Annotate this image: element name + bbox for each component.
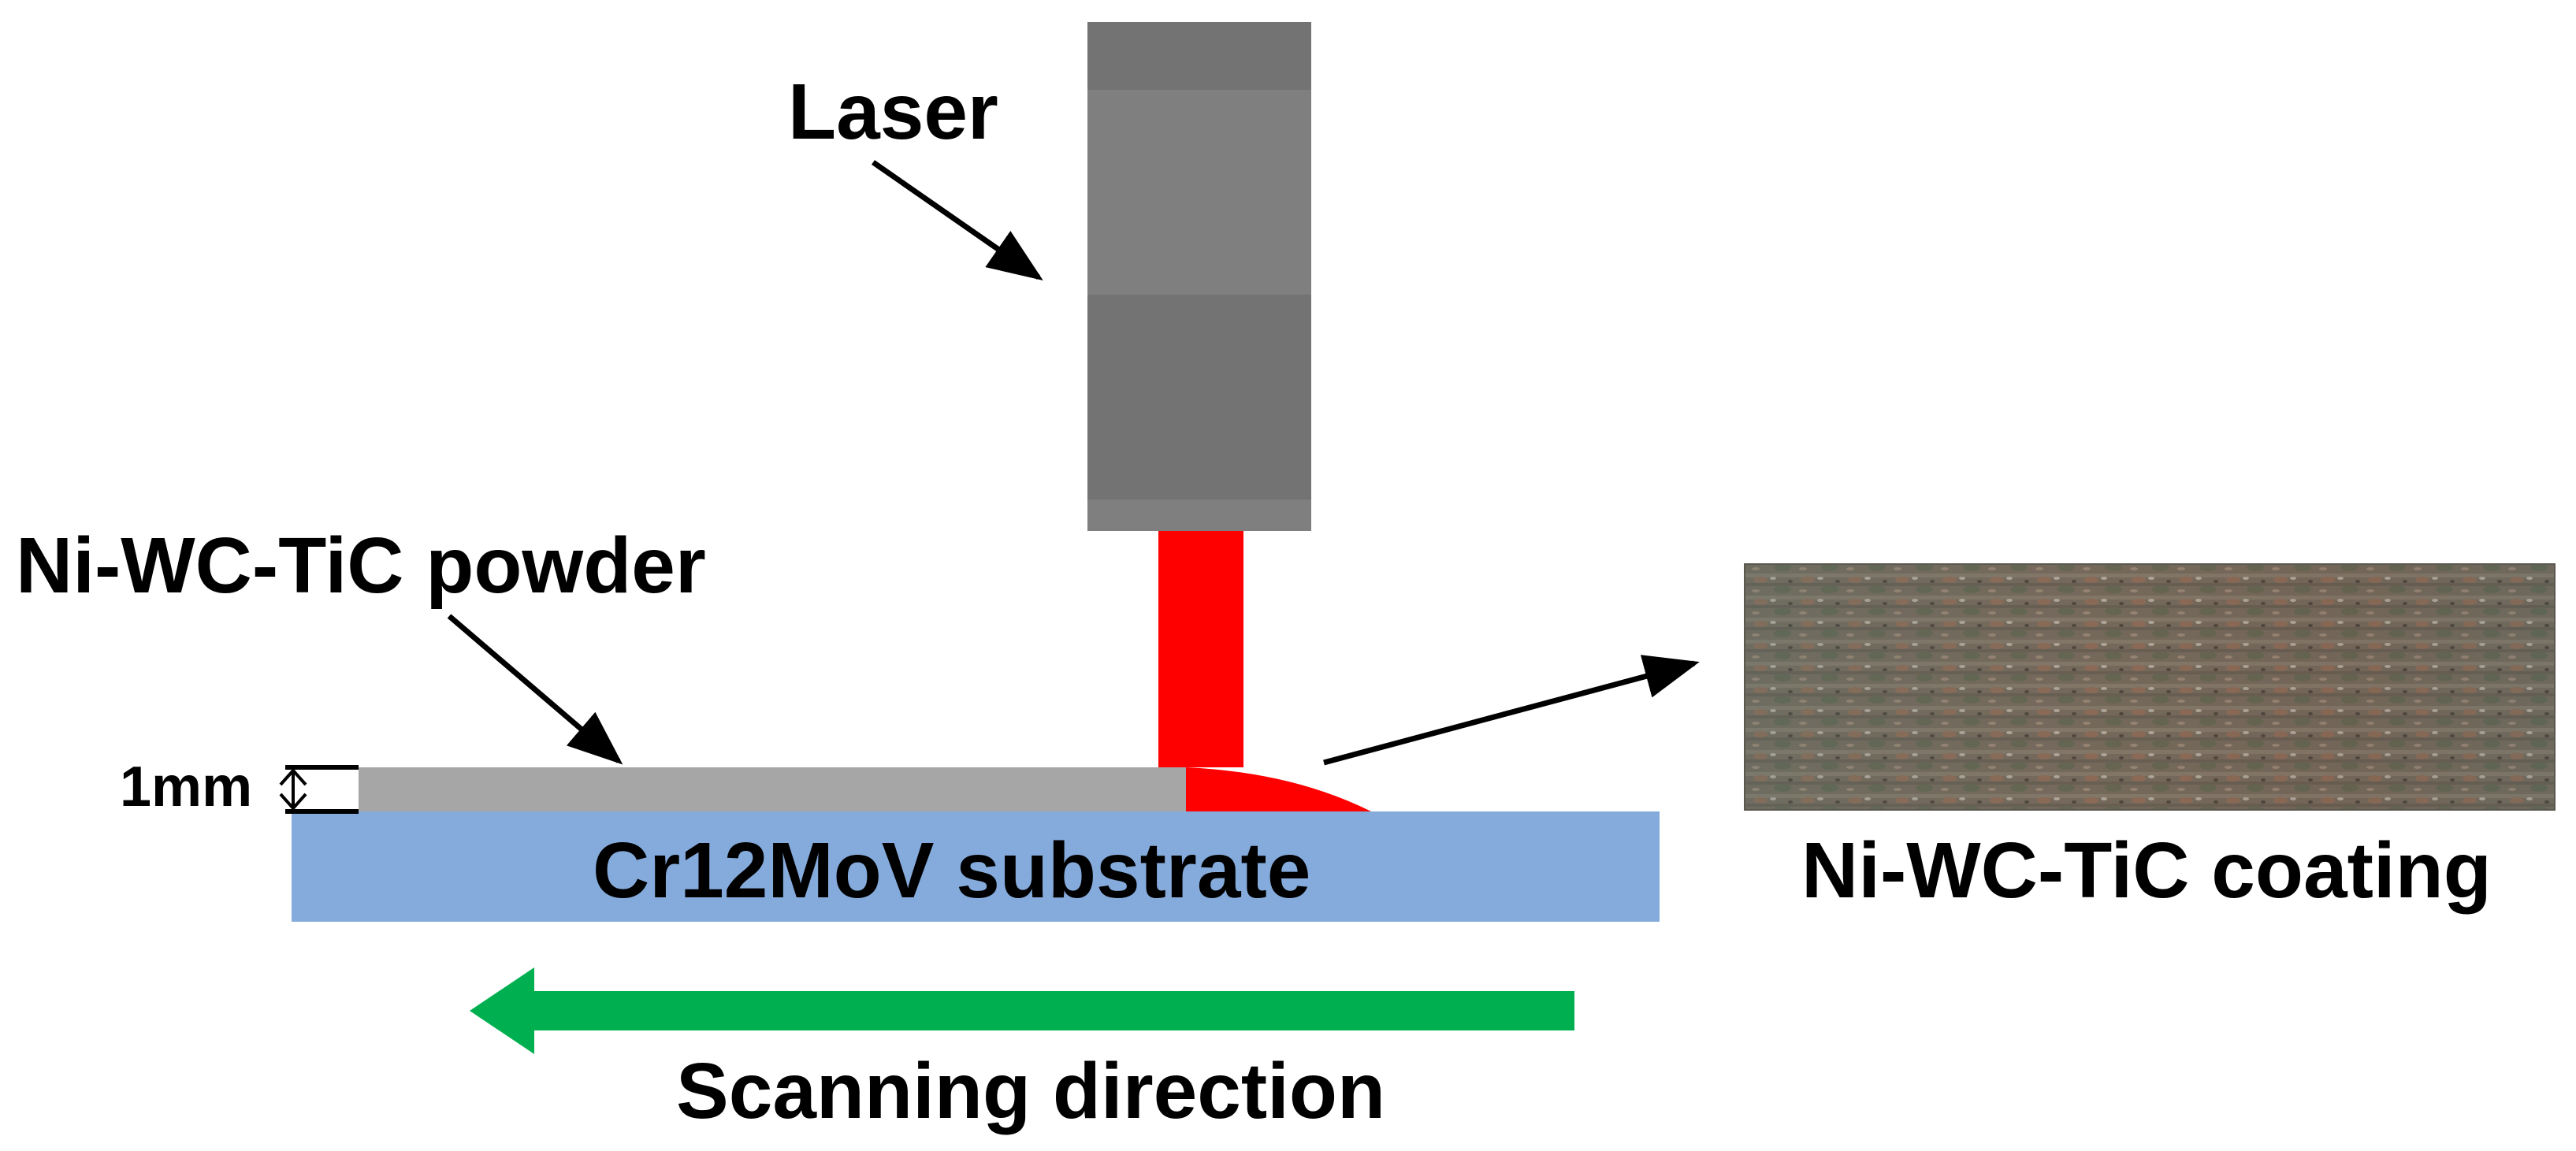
coating-photo	[1744, 563, 2556, 811]
laser-beam	[1158, 531, 1243, 767]
laser-head-middle-segment	[1087, 90, 1311, 295]
substrate-block	[292, 811, 1660, 922]
laser-pointer-arrow	[872, 160, 1043, 280]
laser-label: Laser	[788, 68, 998, 156]
powder-layer	[359, 767, 1186, 811]
scan-direction-arrow	[470, 967, 1574, 1054]
thickness-label: 1mm	[120, 756, 253, 819]
substrate-label: Cr12MoV substrate	[593, 826, 1311, 915]
melt-pool	[1186, 767, 1371, 811]
thickness-indicator	[279, 765, 359, 814]
coating-label: Ni-WC-TiC coating	[1801, 826, 2492, 915]
coating-pointer-arrow	[1323, 655, 1700, 766]
laser-head-bottom-segment	[1087, 499, 1311, 531]
powder-pointer-arrow	[447, 614, 623, 765]
laser-head-top-segment	[1087, 22, 1311, 90]
laser-head-lower-segment	[1087, 295, 1311, 499]
laser-head	[1087, 22, 1311, 531]
scanning-direction-label: Scanning direction	[676, 1047, 1386, 1135]
powder-label: Ni-WC-TiC powder	[16, 522, 706, 610]
